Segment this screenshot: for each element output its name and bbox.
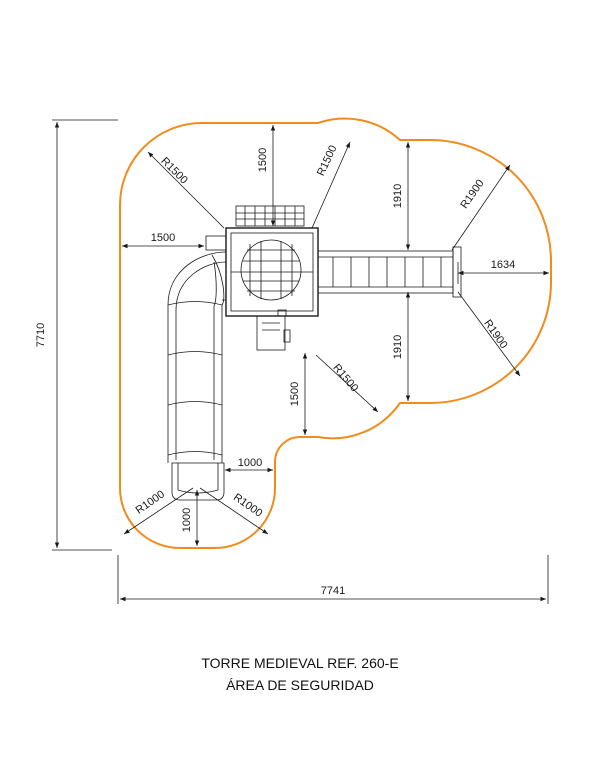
r1500-middle-line: [315, 354, 379, 413]
r1000-left-label: R1000: [134, 488, 167, 516]
r1900-lower-line: [457, 291, 521, 377]
width-dimension: [117, 555, 549, 604]
r1000-left-line: [123, 487, 194, 535]
bottom-1000-label: 1000: [181, 508, 193, 532]
r1500-top-left-line: [147, 151, 225, 229]
drawing-subtitle: ÁREA DE SEGURIDAD: [226, 677, 374, 693]
slide-1000-label: 1000: [238, 457, 262, 469]
drawing-title: TORRE MEDIEVAL REF. 260-E: [201, 655, 399, 671]
lower-1910-label: 1910: [392, 335, 404, 359]
tower: [205, 205, 319, 351]
total-height-label: 7710: [35, 323, 47, 347]
r1900-upper-line: [451, 164, 511, 251]
top-1500-label: 1500: [257, 148, 269, 172]
total-width-label: 7741: [321, 585, 345, 597]
r1000-right-line: [199, 487, 269, 535]
left-1500-label: 1500: [151, 232, 175, 244]
r1500-middle-label: R1500: [330, 362, 360, 395]
right-1634-label: 1634: [491, 259, 515, 271]
r1500-top-left-label: R1500: [158, 155, 189, 186]
height-dimension: [52, 119, 118, 551]
upper-1910-label: 1910: [392, 184, 404, 208]
middle-1500-label: 1500: [289, 382, 301, 406]
tube-slide: [167, 251, 227, 501]
r1500-top-right-line: [311, 141, 351, 229]
safety-area-outline: [119, 117, 552, 549]
r1900-lower-label: R1900: [481, 318, 509, 351]
r1000-right-label: R1000: [231, 491, 264, 519]
r1500-top-right-label: R1500: [315, 144, 340, 178]
bridge: [317, 246, 462, 298]
